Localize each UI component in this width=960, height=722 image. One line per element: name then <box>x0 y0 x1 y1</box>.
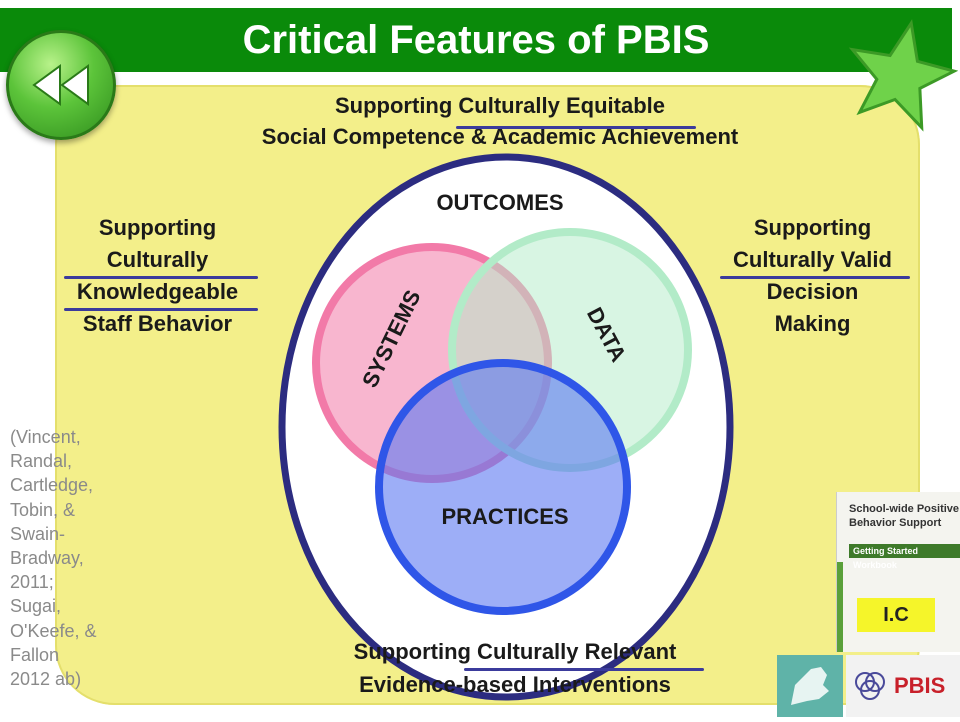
bottom-caption: Supporting Culturally Relevant Evidence-… <box>215 635 815 701</box>
pbis-logo: PBIS <box>846 655 960 717</box>
outcomes-label: OUTCOMES <box>436 190 563 215</box>
bottom-underline <box>464 668 704 671</box>
workbook-thumbnail[interactable]: School-wide Positive Behavior Support Ge… <box>836 492 960 652</box>
pbis-logo-text: PBIS <box>894 673 946 698</box>
left-underline-1 <box>64 276 258 279</box>
rewind-icon <box>32 64 89 106</box>
back-button[interactable] <box>6 30 116 140</box>
left-caption-line-3: Knowledgeable <box>76 279 239 304</box>
right-caption-line-1: Supporting <box>753 215 872 240</box>
right-caption-line-4: Making <box>774 311 851 336</box>
star-icon <box>848 19 958 132</box>
right-underline <box>720 276 910 279</box>
left-caption-line-1: Supporting <box>98 215 217 240</box>
left-underline-2 <box>64 308 258 311</box>
bottom-caption-line-2: Evidence-based Interventions <box>359 672 671 697</box>
pbis-logo-icon <box>855 672 885 700</box>
page-title: Critical Features of PBIS <box>0 8 952 72</box>
right-caption-line-3: Decision <box>766 279 859 304</box>
right-caption: Supporting Culturally Valid Decision Mak… <box>700 212 925 340</box>
top-underline <box>456 126 696 129</box>
workbook-strip <box>837 562 843 652</box>
left-caption-line-2: Culturally <box>106 247 209 272</box>
citation: (Vincent, Randal, Cartledge, Tobin, & Sw… <box>10 427 97 690</box>
workbook-band: Getting Started Workbook <box>849 544 960 570</box>
left-caption: Supporting Culturally Knowledgeable Staf… <box>50 212 265 340</box>
bottom-caption-line-1: Supporting Culturally Relevant <box>353 639 677 664</box>
left-caption-line-4: Staff Behavior <box>82 311 233 336</box>
map-icon <box>791 667 829 705</box>
practices-circle <box>375 359 631 615</box>
right-caption-line-2: Culturally Valid <box>733 247 892 272</box>
practices-label: PRACTICES <box>441 504 568 529</box>
workbook-heading: School-wide Positive Behavior Support <box>849 503 960 529</box>
map-logo <box>777 655 843 717</box>
top-caption-line-1: Supporting Culturally Equitable <box>335 93 665 118</box>
workbook-code-badge: I.C <box>857 598 935 632</box>
